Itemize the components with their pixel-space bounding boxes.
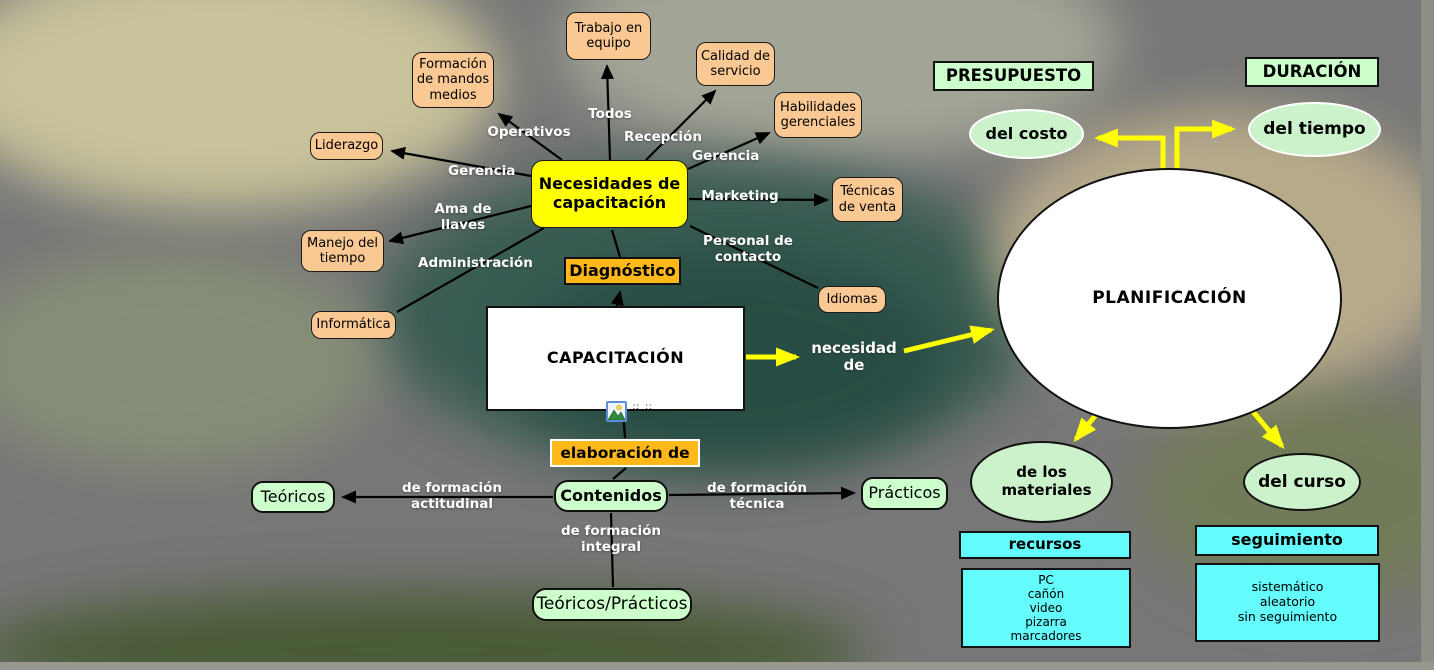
node-duracion[interactable]: DURACIÓN	[1245, 57, 1379, 87]
node-label: del tiempo	[1263, 119, 1366, 140]
node-informatica[interactable]: Informática	[311, 311, 396, 339]
edge-label-formacion-integral[interactable]: de formación integral	[560, 523, 662, 555]
node-label: Trabajo en equipo	[574, 20, 643, 51]
edge-label-todos[interactable]: Todos	[588, 106, 632, 122]
node-label: PRESUPUESTO	[945, 66, 1082, 86]
node-label: Formación de mandos medios	[416, 57, 490, 103]
resource-dots: ∷ ∷	[633, 403, 654, 413]
node-capacitacion[interactable]: CAPACITACIÓN	[486, 306, 745, 411]
node-label: recursos	[1008, 535, 1082, 554]
node-label: Teóricos/Prácticos	[536, 594, 688, 615]
window-right-edge	[1421, 0, 1434, 670]
edge-label-formacion-actitudinal[interactable]: de formación actitudinal	[401, 480, 503, 512]
node-diagnostico[interactable]: Diagnóstico	[564, 257, 681, 285]
black-connectors	[341, 64, 856, 588]
node-label: PC cañón video pizarra marcadores	[1010, 572, 1082, 644]
edge-label-personal-de-contacto[interactable]: Personal de contacto	[703, 233, 793, 265]
node-label: Informática	[316, 317, 391, 333]
node-label: Técnicas de venta	[838, 184, 897, 215]
node-liderazgo[interactable]: Liderazgo	[310, 132, 383, 160]
node-label: PLANIFICACIÓN	[1092, 288, 1247, 309]
node-presupuesto[interactable]: PRESUPUESTO	[933, 61, 1094, 91]
node-label: del curso	[1258, 471, 1346, 492]
node-label: Liderazgo	[314, 138, 379, 154]
node-necesidades-de-capacitacion[interactable]: Necesidades de capacitación	[531, 160, 688, 228]
node-del-tiempo[interactable]: del tiempo	[1248, 102, 1381, 157]
edge-label-necesidad-de[interactable]: necesidad de	[811, 339, 897, 375]
node-formacion-de-mandos-medios[interactable]: Formación de mandos medios	[412, 52, 494, 108]
node-teoricos[interactable]: Teóricos	[251, 481, 335, 513]
node-del-costo[interactable]: del costo	[969, 109, 1084, 159]
node-contenidos[interactable]: Contenidos	[554, 480, 668, 512]
node-label: Calidad de servicio	[700, 48, 771, 79]
image-resource-icon[interactable]	[606, 401, 627, 422]
node-label: Necesidades de capacitación	[538, 174, 681, 212]
node-label: Idiomas	[826, 291, 878, 307]
node-habilidades-gerenciales[interactable]: Habilidades gerenciales	[774, 92, 862, 138]
node-seguimiento[interactable]: seguimiento	[1195, 525, 1379, 556]
edge-label-gerencia-left[interactable]: Gerencia	[448, 163, 516, 179]
node-calidad-de-servicio[interactable]: Calidad de servicio	[696, 42, 775, 86]
node-label: seguimiento	[1231, 530, 1343, 550]
node-label: de los materiales	[1001, 463, 1092, 499]
node-seguimiento-list[interactable]: sistemático aleatorio sin seguimiento	[1195, 563, 1380, 642]
node-label: elaboración de	[560, 443, 690, 462]
node-trabajo-en-equipo[interactable]: Trabajo en equipo	[566, 12, 651, 60]
node-teoricos-practicos[interactable]: Teóricos/Prácticos	[532, 588, 692, 621]
node-label: CAPACITACIÓN	[546, 348, 685, 368]
node-del-curso[interactable]: del curso	[1243, 453, 1361, 511]
node-planificacion[interactable]: PLANIFICACIÓN	[997, 168, 1342, 429]
node-recursos[interactable]: recursos	[959, 531, 1131, 559]
node-de-los-materiales[interactable]: de los materiales	[970, 441, 1113, 523]
edge-label-operativos[interactable]: Operativos	[487, 124, 571, 140]
node-label: Prácticos	[868, 483, 941, 503]
node-label: DURACIÓN	[1262, 62, 1362, 82]
node-label: Contenidos	[560, 485, 662, 505]
node-label: sistemático aleatorio sin seguimiento	[1237, 579, 1338, 624]
node-recursos-list[interactable]: PC cañón video pizarra marcadores	[961, 568, 1131, 648]
edge-label-gerencia-right[interactable]: Gerencia	[692, 148, 760, 164]
image-resource-glyph	[607, 403, 626, 421]
node-label: del costo	[985, 123, 1068, 143]
edge-label-recepcion[interactable]: Recepción	[624, 129, 702, 145]
node-elaboracion-de[interactable]: elaboración de	[550, 439, 700, 467]
edge-label-ama-de-llaves[interactable]: Ama de llaves	[434, 201, 492, 233]
node-tecnicas-de-venta[interactable]: Técnicas de venta	[832, 177, 903, 222]
edge-label-formacion-tecnica[interactable]: de formación técnica	[706, 480, 808, 512]
background-blob	[0, 250, 380, 470]
node-manejo-del-tiempo[interactable]: Manejo del tiempo	[301, 230, 384, 272]
node-label: Diagnóstico	[569, 260, 676, 280]
node-label: Teóricos	[260, 486, 326, 506]
edge-label-marketing[interactable]: Marketing	[701, 188, 779, 204]
window-bottom-edge	[0, 662, 1434, 670]
node-label: Habilidades gerenciales	[779, 99, 857, 130]
node-practicos[interactable]: Prácticos	[861, 477, 948, 510]
node-label: Manejo del tiempo	[307, 235, 378, 266]
edge-label-administracion[interactable]: Administración	[418, 255, 533, 271]
node-idiomas[interactable]: Idiomas	[818, 286, 886, 313]
yellow-connectors	[746, 119, 1285, 450]
